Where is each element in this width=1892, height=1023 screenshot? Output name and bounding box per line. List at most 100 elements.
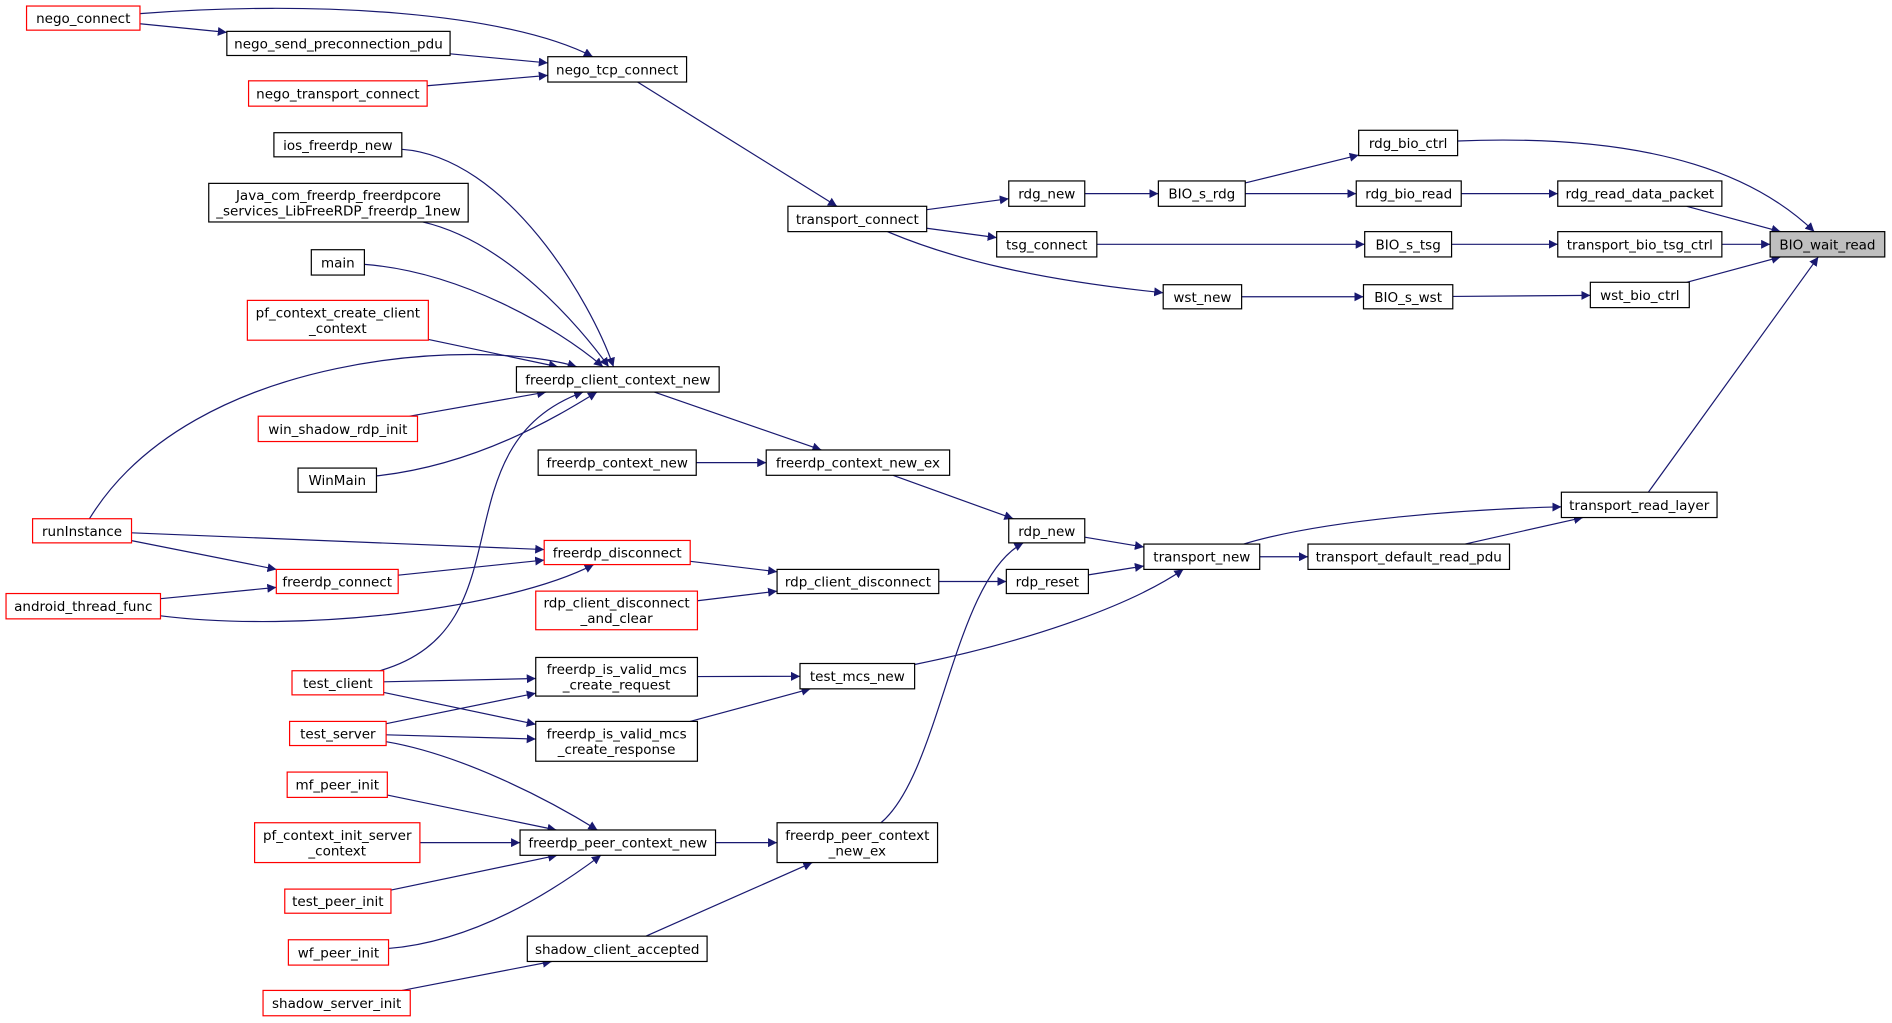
- node-transport_new[interactable]: transport_new: [1143, 543, 1261, 571]
- node-freerdp_context_new_ex[interactable]: freerdp_context_new_ex: [765, 449, 951, 476]
- node-freerdp_is_valid_mcs_create_response[interactable]: freerdp_is_valid_mcs_create_response: [535, 720, 699, 762]
- node-box[interactable]: [286, 771, 388, 799]
- node-pf_context_init_server_context[interactable]: pf_context_init_server_context: [253, 822, 421, 864]
- node-box[interactable]: [25, 5, 141, 31]
- node-box[interactable]: [519, 829, 717, 856]
- node-win_shadow_rdp_init[interactable]: win_shadow_rdp_init: [257, 415, 419, 443]
- node-box[interactable]: [1589, 281, 1690, 309]
- node-BIO_s_wst[interactable]: BIO_s_wst: [1362, 284, 1454, 310]
- node-freerdp_peer_context_new_ex[interactable]: freerdp_peer_context_new_ex: [776, 822, 939, 864]
- node-rdg_new[interactable]: rdg_new: [1008, 180, 1086, 207]
- node-test_peer_init[interactable]: test_peer_init: [284, 888, 392, 914]
- node-box[interactable]: [1008, 518, 1086, 544]
- node-rdg_read_data_packet[interactable]: rdg_read_data_packet: [1557, 180, 1723, 207]
- node-main[interactable]: main: [310, 249, 366, 276]
- node-wst_bio_ctrl[interactable]: wst_bio_ctrl: [1589, 281, 1690, 309]
- node-BIO_wait_read[interactable]: BIO_wait_read: [1769, 231, 1886, 258]
- node-box[interactable]: [1157, 180, 1246, 207]
- node-test_client[interactable]: test_client: [291, 670, 385, 696]
- node-box[interactable]: [1364, 231, 1453, 258]
- node-box[interactable]: [799, 662, 916, 690]
- node-freerdp_context_new[interactable]: freerdp_context_new: [537, 449, 697, 476]
- node-box[interactable]: [1162, 284, 1243, 310]
- node-box[interactable]: [287, 939, 390, 966]
- node-freerdp_connect[interactable]: freerdp_connect: [275, 568, 399, 595]
- node-box[interactable]: [291, 670, 385, 696]
- node-ios_freerdp_new[interactable]: ios_freerdp_new: [273, 132, 403, 158]
- node-android_thread_func[interactable]: android_thread_func: [5, 592, 162, 620]
- node-shadow_client_accepted[interactable]: shadow_client_accepted: [526, 935, 708, 963]
- node-box[interactable]: [273, 132, 403, 158]
- node-runInstance[interactable]: runInstance: [31, 518, 133, 544]
- node-rdg_bio_read[interactable]: rdg_bio_read: [1355, 180, 1462, 207]
- node-BIO_s_tsg[interactable]: BIO_s_tsg: [1364, 231, 1453, 258]
- node-box[interactable]: [253, 822, 421, 864]
- node-BIO_s_rdg[interactable]: BIO_s_rdg: [1157, 180, 1246, 207]
- node-freerdp_disconnect[interactable]: freerdp_disconnect: [543, 539, 691, 566]
- node-box[interactable]: [288, 720, 387, 747]
- node-box[interactable]: [284, 888, 392, 914]
- node-rdp_new[interactable]: rdp_new: [1008, 518, 1086, 544]
- node-box[interactable]: [535, 590, 699, 631]
- node-box[interactable]: [765, 449, 951, 476]
- node-WinMain[interactable]: WinMain: [297, 467, 378, 493]
- node-box[interactable]: [996, 231, 1098, 258]
- node-box[interactable]: [1005, 568, 1089, 595]
- node-box[interactable]: [310, 249, 366, 276]
- node-box[interactable]: [1560, 491, 1718, 519]
- node-box[interactable]: [1362, 284, 1454, 310]
- node-nego_tcp_connect[interactable]: nego_tcp_connect: [547, 56, 688, 83]
- node-box[interactable]: [537, 449, 697, 476]
- node-freerdp_is_valid_mcs_create_request[interactable]: freerdp_is_valid_mcs_create_request: [535, 656, 699, 697]
- node-box[interactable]: [1307, 543, 1511, 571]
- node-test_server[interactable]: test_server: [288, 720, 387, 747]
- node-box[interactable]: [547, 56, 688, 83]
- node-box[interactable]: [535, 656, 699, 697]
- node-box[interactable]: [247, 80, 428, 107]
- node-box[interactable]: [526, 935, 708, 963]
- node-box[interactable]: [5, 592, 162, 620]
- node-nego_connect[interactable]: nego_connect: [25, 5, 141, 31]
- node-rdp_reset[interactable]: rdp_reset: [1005, 568, 1089, 595]
- node-box[interactable]: [226, 30, 451, 57]
- node-box[interactable]: [1557, 231, 1723, 258]
- node-tsg_connect[interactable]: tsg_connect: [996, 231, 1098, 258]
- node-freerdp_client_context_new[interactable]: freerdp_client_context_new: [515, 366, 720, 393]
- node-box[interactable]: [246, 299, 429, 341]
- node-transport_default_read_pdu[interactable]: transport_default_read_pdu: [1307, 543, 1511, 571]
- node-box[interactable]: [535, 720, 699, 762]
- node-box[interactable]: [515, 366, 720, 393]
- node-box[interactable]: [1557, 180, 1723, 207]
- node-shadow_server_init[interactable]: shadow_server_init: [262, 989, 411, 1017]
- node-freerdp_peer_context_new[interactable]: freerdp_peer_context_new: [519, 829, 717, 856]
- node-box[interactable]: [543, 539, 691, 566]
- node-box[interactable]: [1008, 180, 1086, 207]
- node-rdp_client_disconnect_and_clear[interactable]: rdp_client_disconnect_and_clear: [535, 590, 699, 631]
- node-pf_context_create_client_context[interactable]: pf_context_create_client_context: [246, 299, 429, 341]
- node-mf_peer_init[interactable]: mf_peer_init: [286, 771, 388, 799]
- node-wf_peer_init[interactable]: wf_peer_init: [287, 939, 390, 966]
- node-box[interactable]: [1143, 543, 1261, 571]
- node-box[interactable]: [776, 568, 940, 595]
- node-box[interactable]: [257, 415, 419, 443]
- node-wst_new[interactable]: wst_new: [1162, 284, 1243, 310]
- node-transport_connect[interactable]: transport_connect: [787, 205, 928, 233]
- node-box[interactable]: [275, 568, 399, 595]
- node-box[interactable]: [1769, 231, 1886, 258]
- node-test_mcs_new[interactable]: test_mcs_new: [799, 662, 916, 690]
- node-transport_bio_tsg_ctrl[interactable]: transport_bio_tsg_ctrl: [1557, 231, 1723, 258]
- node-box[interactable]: [787, 205, 928, 233]
- node-rdg_bio_ctrl[interactable]: rdg_bio_ctrl: [1358, 129, 1459, 157]
- node-nego_send_preconnection_pdu[interactable]: nego_send_preconnection_pdu: [226, 30, 451, 57]
- node-rdp_client_disconnect[interactable]: rdp_client_disconnect: [776, 568, 940, 595]
- node-box[interactable]: [297, 467, 378, 493]
- node-box[interactable]: [1358, 129, 1459, 157]
- node-nego_transport_connect[interactable]: nego_transport_connect: [247, 80, 428, 107]
- node-box[interactable]: [262, 989, 411, 1017]
- node-box[interactable]: [776, 822, 939, 864]
- node-box[interactable]: [1355, 180, 1462, 207]
- node-java_com[interactable]: Java_com_freerdp_freerdpcore_services_Li…: [208, 182, 469, 223]
- node-transport_read_layer[interactable]: transport_read_layer: [1560, 491, 1718, 519]
- node-box[interactable]: [31, 518, 133, 544]
- node-box[interactable]: [208, 182, 469, 223]
